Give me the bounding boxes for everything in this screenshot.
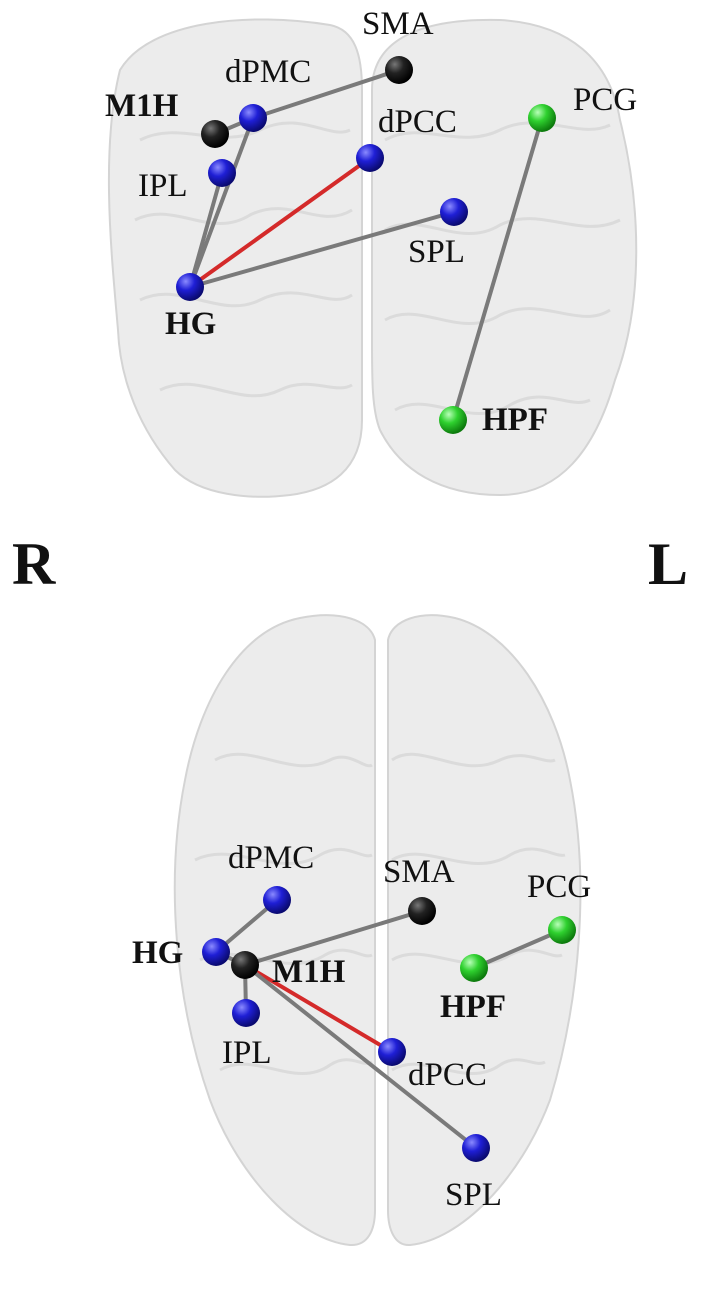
node-label-dpcc: dPCC: [378, 104, 457, 140]
node-sma: [385, 56, 413, 84]
node-label-pcg: PCG: [573, 82, 637, 118]
node-label-hg: HG: [165, 306, 216, 342]
left-hemisphere-label: L: [648, 531, 688, 597]
node-label-sma: SMA: [383, 854, 455, 890]
edge-m1h-sma: [243, 909, 424, 967]
node-spl: [440, 198, 468, 226]
node-dpcc: [356, 144, 384, 172]
node-dpmc: [263, 886, 291, 914]
node-pcg: [548, 916, 576, 944]
node-label-hpf: HPF: [482, 402, 548, 438]
node-label-spl: SPL: [445, 1177, 502, 1213]
brain-axial-silhouette: [173, 614, 582, 1247]
node-label-hpf: HPF: [440, 989, 506, 1025]
edge-hpf-pcg: [472, 928, 564, 970]
brain-coronal-silhouette: [107, 18, 638, 498]
node-dpmc: [239, 104, 267, 132]
node-hpf: [439, 406, 467, 434]
edge-hg-dpcc: [188, 156, 372, 289]
edge-dpmc-sma: [251, 68, 401, 120]
node-label-m1h: M1H: [272, 954, 346, 990]
node-hpf: [460, 954, 488, 982]
coronal-view: SMA dPMC M1H IPL dPCC PCG SPL HG HPF: [105, 6, 637, 438]
node-dpcc: [378, 1038, 406, 1066]
node-m1h: [201, 120, 229, 148]
node-spl: [462, 1134, 490, 1162]
node-label-m1h: M1H: [105, 88, 179, 124]
node-hg: [202, 938, 230, 966]
node-label-spl: SPL: [408, 234, 465, 270]
node-m1h: [231, 951, 259, 979]
node-label-dpmc: dPMC: [225, 54, 311, 90]
edge-m1h-spl: [243, 963, 478, 1150]
node-label-hg: HG: [132, 935, 183, 971]
edge-hg-spl: [188, 210, 456, 289]
node-label-pcg: PCG: [527, 869, 591, 905]
node-ipl: [232, 999, 260, 1027]
edge-hg-dpmc: [188, 116, 255, 289]
axial-view: dPMC SMA PCG HG M1H HPF IPL dPCC SPL: [132, 840, 591, 1213]
node-pcg: [528, 104, 556, 132]
node-label-ipl: IPL: [222, 1035, 272, 1071]
node-hg: [176, 273, 204, 301]
node-sma: [408, 897, 436, 925]
node-label-dpmc: dPMC: [228, 840, 314, 876]
node-label-sma: SMA: [362, 6, 434, 42]
node-ipl: [208, 159, 236, 187]
edge-m1h-dpcc: [243, 963, 394, 1054]
right-hemisphere-label: R: [12, 531, 56, 597]
node-label-ipl: IPL: [138, 168, 188, 204]
node-label-dpcc: dPCC: [408, 1057, 487, 1093]
edge-pcg-hpf: [451, 116, 544, 422]
